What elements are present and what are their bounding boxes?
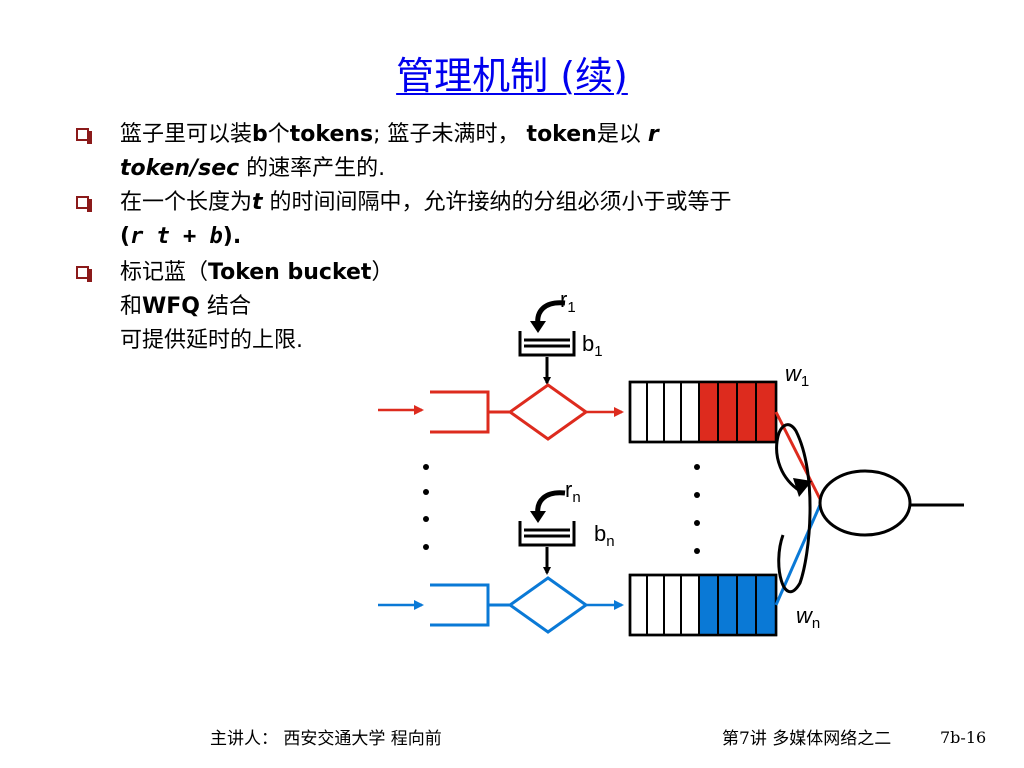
classifier-icon bbox=[430, 390, 490, 434]
text-span: 是以 bbox=[596, 122, 641, 147]
page-number: 7b-16 bbox=[940, 728, 987, 747]
text-span: 篮子里可以装 bbox=[120, 122, 253, 147]
bullet-text: 篮子里可以装b个tokens; 篮子未满时， token是以 r token/s… bbox=[120, 118, 836, 186]
term-token: token bbox=[526, 122, 597, 147]
weight-label-wn: wn bbox=[796, 603, 820, 632]
rate-label-rn: rn bbox=[565, 477, 581, 506]
term-tokens: tokens bbox=[289, 122, 374, 147]
var-b: b bbox=[252, 122, 268, 147]
arrowhead-icon bbox=[530, 321, 546, 333]
output-link-server-icon bbox=[818, 469, 912, 537]
paren-close: ). bbox=[222, 224, 242, 249]
var-t: t bbox=[252, 190, 263, 215]
bottom-queue-output-line bbox=[774, 504, 822, 606]
classifier-icon bbox=[430, 583, 490, 627]
arrowhead-icon bbox=[530, 511, 546, 523]
text-span: 个 bbox=[267, 122, 290, 147]
bullet-admission-limit: 在一个长度为t 的时间间隔中，允许接纳的分组必须小于或等于 (r t + b). bbox=[76, 186, 956, 254]
weight-label-w1: w1 bbox=[785, 361, 809, 390]
bullet-marker-icon bbox=[76, 196, 92, 212]
bucket-label-b1: b1 bbox=[582, 331, 603, 360]
bullet-marker-icon bbox=[76, 266, 92, 282]
token-gate-icon bbox=[507, 383, 589, 441]
bullet-marker-icon bbox=[76, 128, 92, 144]
text-span: 可提供延时的上限. bbox=[120, 328, 303, 353]
wfq-scheduler bbox=[774, 411, 964, 606]
footer-lecture: 第7讲 多媒体网络之二 bbox=[722, 729, 892, 749]
round-robin-arrowhead-icon bbox=[793, 478, 812, 497]
var-r: r bbox=[647, 122, 659, 147]
bullet-text: 在一个长度为t 的时间间隔中，允许接纳的分组必须小于或等于 (r t + b). bbox=[120, 186, 956, 254]
bucket-icon bbox=[518, 331, 576, 357]
term-token-bucket: Token bucket bbox=[208, 260, 372, 285]
round-robin-arrow-icon bbox=[775, 423, 812, 593]
footer-presenter: 主讲人： 西安交通大学 程向前 bbox=[210, 729, 442, 749]
text-span: 结合 bbox=[207, 294, 252, 319]
top-flow bbox=[378, 383, 624, 441]
text-span: 的时间间隔中，允许接纳的分组必须小于或等于 bbox=[269, 190, 732, 215]
bucket-icon bbox=[518, 521, 576, 547]
bottom-token-bucket: rn bn bbox=[518, 477, 615, 575]
ellipsis-dots-right bbox=[694, 464, 700, 554]
bottom-flow bbox=[378, 576, 624, 634]
term-token-rate: token/sec bbox=[120, 156, 240, 181]
top-queue: w1 bbox=[628, 361, 809, 444]
ellipsis-dots-left bbox=[423, 464, 429, 550]
text-span: 和 bbox=[120, 294, 143, 319]
top-token-bucket: r1 b1 bbox=[518, 287, 603, 385]
term-wfq: WFQ bbox=[142, 294, 201, 319]
paren-open: ( bbox=[120, 224, 131, 249]
bullet-token-generation: 篮子里可以装b个tokens; 篮子未满时， token是以 r token/s… bbox=[76, 118, 836, 186]
bottom-queue: wn bbox=[628, 573, 820, 637]
bullet-token-bucket-wfq: 标记蓝（Token bucket） 和WFQ 结合 可提供延时的上限. bbox=[76, 256, 476, 358]
bullet-text: 标记蓝（Token bucket） 和WFQ 结合 可提供延时的上限. bbox=[120, 256, 476, 358]
bucket-label-bn: bn bbox=[594, 521, 615, 550]
formula-rt-plus-b: r t + b bbox=[130, 224, 223, 249]
token-gate-icon bbox=[507, 576, 589, 634]
text-span: ; 篮子未满时， bbox=[373, 122, 520, 147]
text-span: 标记蓝（ bbox=[120, 260, 209, 285]
slide-title: 管理机制 (续) bbox=[396, 54, 628, 98]
text-span: 的速率产生的. bbox=[246, 156, 386, 181]
text-span: ） bbox=[371, 260, 394, 285]
rate-label-r1: r1 bbox=[560, 287, 576, 316]
token-bucket-wfq-diagram: r1 b1 w1 bbox=[378, 287, 964, 637]
text-span: 在一个长度为 bbox=[120, 190, 253, 215]
